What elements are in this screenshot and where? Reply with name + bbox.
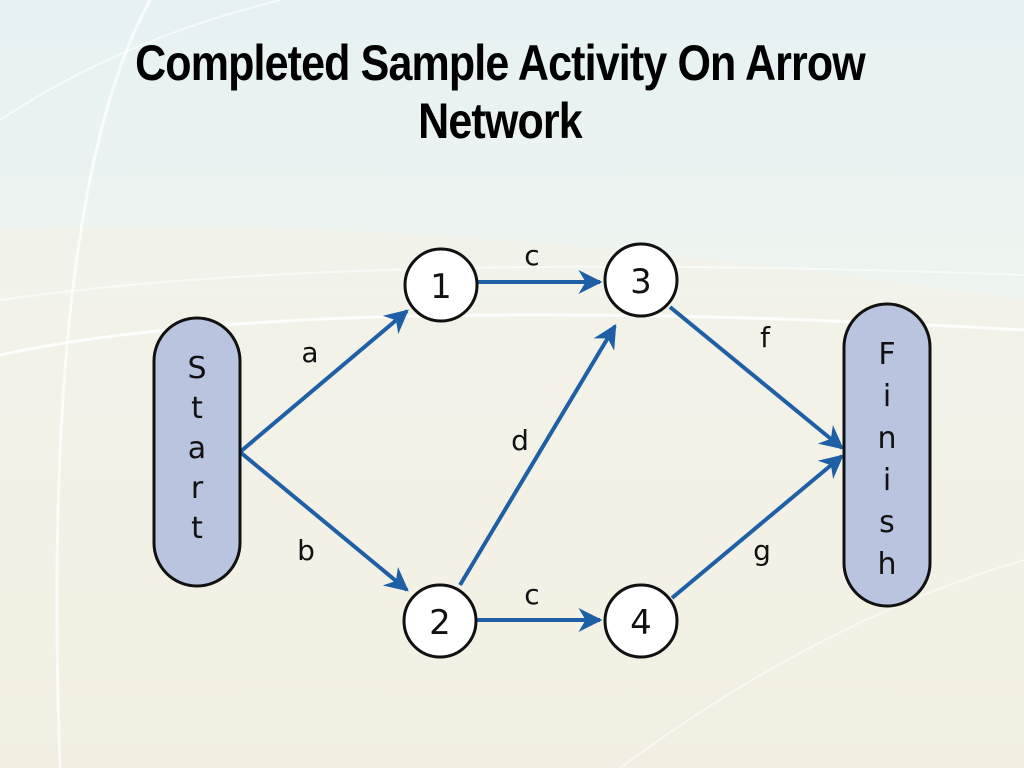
finish-letter: s <box>879 505 895 540</box>
finish-letter: F <box>878 337 895 372</box>
finish-letter: i <box>883 379 891 414</box>
label-activity-c-top: c <box>524 239 539 272</box>
node-4-label: 4 <box>630 603 652 643</box>
arrow-activity-d <box>458 323 617 587</box>
event-node-2: 2 <box>402 583 478 659</box>
activity-arrows <box>238 270 844 632</box>
finish-letter: h <box>877 547 896 582</box>
label-activity-a: a <box>301 336 318 369</box>
start-letter: r <box>191 471 204 506</box>
activity-labels: a b c c d f g <box>297 239 771 611</box>
start-letter: t <box>191 511 203 546</box>
event-node-1: 1 <box>403 247 479 323</box>
label-activity-d: d <box>511 424 529 457</box>
node-1-label: 1 <box>430 267 452 307</box>
arrow-activity-g <box>670 454 844 600</box>
start-letter: S <box>187 351 206 386</box>
label-activity-c-bottom: c <box>524 578 539 611</box>
event-node-4: 4 <box>603 583 679 659</box>
start-letter: a <box>188 431 206 466</box>
arrow-activity-a <box>238 309 409 454</box>
finish-letter: n <box>877 421 896 456</box>
node-3-label: 3 <box>630 262 652 302</box>
page-title: Completed Sample Activity On Arrow Netwo… <box>104 34 895 150</box>
arrow-activity-b <box>238 450 409 592</box>
finish-letter: i <box>883 463 891 498</box>
node-2-label: 2 <box>429 603 451 643</box>
title-line-1: Completed Sample Activity On Arrow <box>135 35 866 91</box>
label-activity-b: b <box>297 534 315 567</box>
title-line-2: Network <box>418 93 582 149</box>
label-activity-f: f <box>760 321 771 354</box>
start-letter: t <box>191 391 203 426</box>
event-node-3: 3 <box>603 242 679 318</box>
label-activity-g: g <box>753 534 771 567</box>
arrow-activity-f <box>668 305 844 450</box>
